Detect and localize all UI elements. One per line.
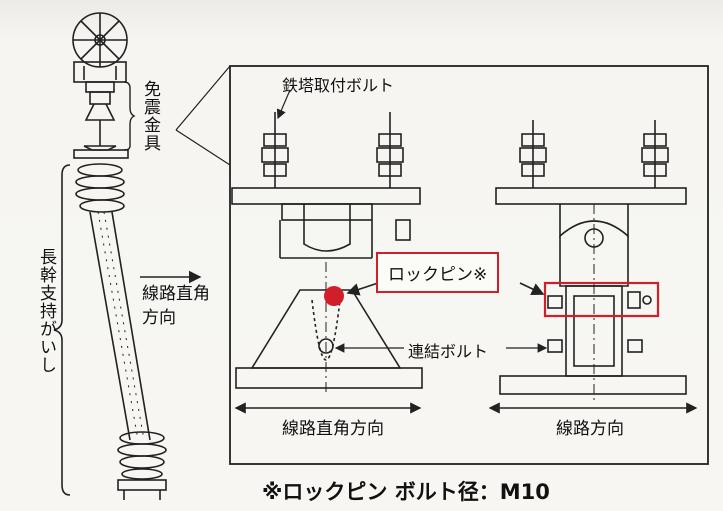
lock-pin-marker xyxy=(324,286,344,306)
lock-pin-arrow-left xyxy=(346,282,379,296)
side-bolt-right xyxy=(641,120,669,188)
perpendicular-direction-side-label: 線路直角方向 xyxy=(142,284,210,328)
tower-bolt-left xyxy=(261,112,289,188)
side-view-fitting xyxy=(495,120,687,400)
zoom-leader-top xyxy=(175,65,231,131)
tower-bolt-leader xyxy=(276,89,291,120)
tower-bolt-right xyxy=(376,112,404,188)
tower-bolt-label: 鉄塔取付ボルト xyxy=(282,76,395,95)
lock-pin-label-box: ロックピン※ xyxy=(376,252,500,293)
seismic-bracket xyxy=(123,81,136,151)
detail-frame xyxy=(229,65,709,465)
insulator-upper-sheds xyxy=(73,149,129,213)
lock-pin-arrow-right xyxy=(519,282,545,295)
zoom-leader-bottom xyxy=(175,129,231,166)
figure-caption: ※ロックピン ボルト径：M10 xyxy=(262,480,550,504)
insulator-trunk xyxy=(89,211,151,441)
long-trunk-insulator-label: 長幹支持がいし xyxy=(36,248,56,374)
lock-pin-highlight-box xyxy=(543,281,660,318)
seismic-fitting-label: 免震金具 xyxy=(140,80,160,152)
line-direction-label: 線路方向 xyxy=(556,419,624,439)
perpendicular-direction-bottom-label: 線路直角方向 xyxy=(282,419,384,439)
insulator-lower-sheds xyxy=(117,431,167,500)
side-bolt-left xyxy=(519,120,547,188)
lock-pin-label: ロックピン※ xyxy=(388,265,488,285)
connecting-bolt-label: 連結ボルト xyxy=(408,342,489,361)
insulator-bracket xyxy=(53,164,71,496)
pulley-wheel xyxy=(72,12,128,83)
seismic-fitting-shape xyxy=(83,81,117,151)
